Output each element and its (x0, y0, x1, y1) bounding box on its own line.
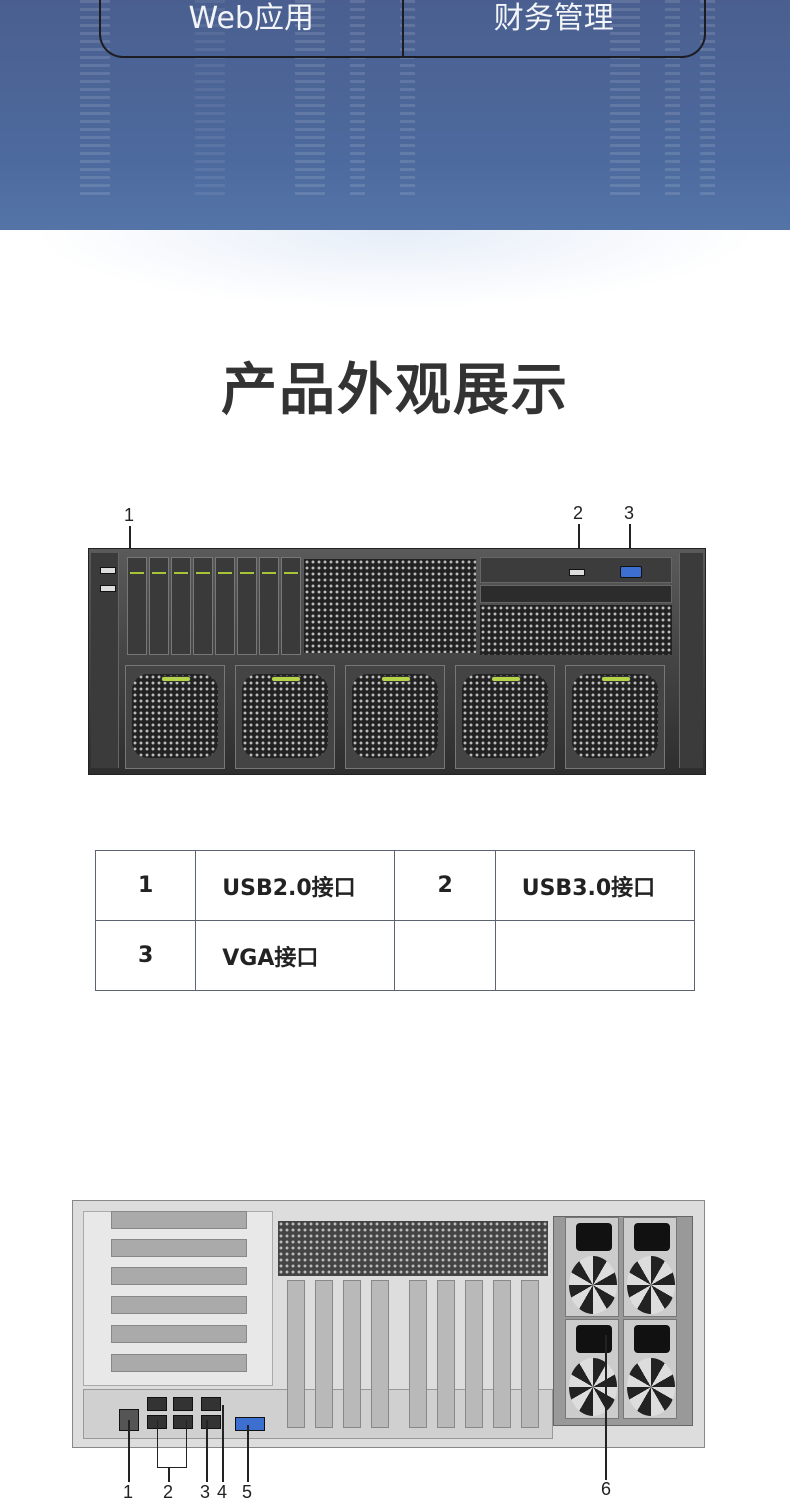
callout-line (605, 1335, 607, 1480)
network-port-icon (173, 1415, 193, 1429)
rear-callout-2: 2 (163, 1482, 174, 1502)
usb3-port-icon (569, 569, 585, 576)
rear-callout-3: 3 (200, 1482, 211, 1502)
web-app-label: Web应用 (101, 0, 404, 56)
table-cell: 3 (94, 920, 197, 991)
hero-banner: Web应用 财务管理 (0, 0, 790, 230)
front-callout-3: 3 (624, 503, 635, 523)
front-callout-1: 1 (124, 505, 135, 525)
rear-callout-5: 5 (242, 1482, 253, 1502)
table-cell (394, 920, 496, 991)
rear-callout-6: 6 (601, 1479, 612, 1499)
rear-callout-1: 1 (123, 1482, 134, 1502)
ports-table: 1 USB2.0接口 2 USB3.0接口 3 VGA接口 (94, 850, 696, 991)
callout-line (168, 1468, 170, 1482)
finance-label: 财务管理 (493, 1, 614, 36)
usb2-port-icon (100, 567, 116, 574)
power-supply-icon (623, 1319, 677, 1419)
front-callout-2: 2 (573, 503, 584, 523)
callout-line (206, 1420, 208, 1482)
table-cell (494, 920, 696, 991)
table-cell: USB3.0接口 (494, 850, 696, 921)
table-row: 3 VGA接口 (94, 920, 696, 991)
callout-line (157, 1420, 187, 1468)
section-title: 产品外观展示 (221, 358, 569, 423)
table-cell: VGA接口 (195, 920, 396, 991)
callout-line (128, 1420, 130, 1482)
application-box: Web应用 财务管理 (99, 0, 706, 58)
table-cell: USB2.0接口 (195, 850, 396, 921)
network-port-icon (173, 1397, 193, 1411)
callout-line (222, 1405, 224, 1482)
power-supply-icon (565, 1217, 619, 1317)
table-cell: 2 (394, 850, 496, 921)
network-port-icon (201, 1415, 221, 1429)
power-supply-icon (623, 1217, 677, 1317)
rear-callout-4: 4 (217, 1482, 228, 1502)
vga-port-icon (620, 566, 642, 578)
network-port-icon (201, 1397, 221, 1411)
network-port-icon (147, 1397, 167, 1411)
vga-port-icon (235, 1417, 265, 1431)
power-supply-icon (565, 1319, 619, 1419)
banner-glow (30, 230, 760, 310)
usb2-port-icon (100, 585, 116, 592)
server-front-image (88, 548, 706, 775)
table-row: 1 USB2.0接口 2 USB3.0接口 (94, 850, 696, 921)
table-cell: 1 (94, 850, 197, 921)
callout-line (247, 1425, 249, 1482)
